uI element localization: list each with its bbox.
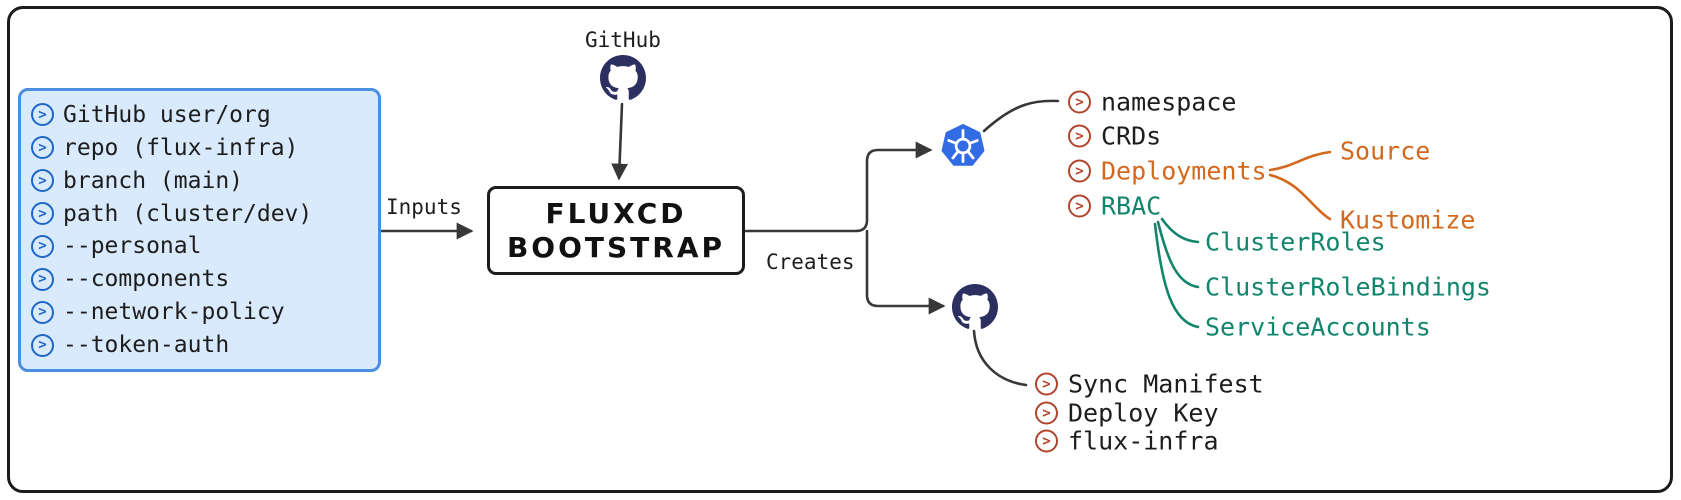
input-item: > --personal <box>31 233 368 259</box>
chevron-circle-icon: > <box>31 136 54 160</box>
chevron-circle-icon: > <box>31 267 54 291</box>
rbac-serviceaccounts-curve <box>1153 222 1200 329</box>
rbac-clusterrolebindings-curve <box>1156 220 1200 289</box>
input-item-label: repo (flux-infra) <box>63 134 299 161</box>
creates-arrow-kubernetes <box>744 141 933 233</box>
k8s-output-item: > Deployments <box>1068 157 1267 186</box>
github-output-label: Sync Manifest <box>1068 369 1264 399</box>
chevron-circle-icon: > <box>1035 401 1058 425</box>
github-icon-bottom <box>952 284 998 329</box>
input-item-label: branch (main) <box>63 167 244 194</box>
k8s-output-item: > namespace <box>1068 88 1236 117</box>
chevron-circle-icon: > <box>31 333 54 357</box>
input-item: > branch (main) <box>31 168 368 194</box>
input-item-label: --personal <box>63 233 202 260</box>
github-output-label: flux-infra <box>1068 426 1219 456</box>
box-title-line2: BOOTSTRAP <box>506 230 726 264</box>
k8s-output-label: Deployments <box>1101 156 1267 186</box>
input-item: > --components <box>31 266 368 292</box>
rbac-child-label: ServiceAccounts <box>1205 312 1431 342</box>
chevron-circle-icon: > <box>1068 90 1091 114</box>
input-item: > GitHub user/org <box>31 102 368 128</box>
chevron-circle-icon: > <box>31 169 54 193</box>
github-down-arrow <box>611 102 629 181</box>
chevron-circle-icon: > <box>31 103 54 127</box>
input-item: > --token-auth <box>31 332 368 358</box>
chevron-circle-icon: > <box>31 300 54 324</box>
deployments-kustomize-curve <box>1268 173 1332 221</box>
input-item: > --network-policy <box>31 299 368 325</box>
chevron-circle-icon: > <box>1068 194 1091 218</box>
github-output-item: > Deploy Key <box>1035 399 1219 428</box>
github-icon <box>600 55 646 100</box>
github-label: GitHub <box>585 28 661 52</box>
input-item: > repo (flux-infra) <box>31 135 368 161</box>
deployments-child-label: Source <box>1340 136 1431 166</box>
deployments-source-curve <box>1268 150 1332 172</box>
chevron-circle-icon: > <box>31 234 54 258</box>
input-item-label: --network-policy <box>63 299 285 326</box>
chevron-circle-icon: > <box>1035 372 1058 396</box>
deployments-child-label: Kustomize <box>1340 205 1476 235</box>
kubernetes-icon <box>941 123 985 166</box>
input-item-label: path (cluster/dev) <box>63 200 313 227</box>
input-item-label: --token-auth <box>63 332 230 358</box>
k8s-output-item: > RBAC <box>1068 192 1161 221</box>
k8s-output-item: > CRDs <box>1068 122 1161 151</box>
creates-label: Creates <box>766 250 855 274</box>
chevron-circle-icon: > <box>1068 124 1091 148</box>
fluxcd-bootstrap-box: FLUXCD BOOTSTRAP <box>487 186 745 275</box>
rbac-clusterroles-curve <box>1160 217 1200 244</box>
input-item-label: --components <box>63 266 230 293</box>
inputs-arrow-label: Inputs <box>386 195 462 219</box>
input-item-label: GitHub user/org <box>63 101 271 128</box>
k8s-output-label: CRDs <box>1101 121 1162 151</box>
k8s-output-label: namespace <box>1101 87 1237 117</box>
box-title-line1: FLUXCD <box>545 196 687 230</box>
creates-arrow-github <box>865 229 946 315</box>
github-output-label: Deploy Key <box>1068 398 1219 428</box>
github-output-item: > flux-infra <box>1035 427 1219 456</box>
rbac-child-label: ClusterRoles <box>1205 227 1386 257</box>
input-item: > path (cluster/dev) <box>31 201 368 227</box>
chevron-circle-icon: > <box>1068 159 1091 183</box>
chevron-circle-icon: > <box>31 202 54 225</box>
github-output-item: > Sync Manifest <box>1035 370 1264 399</box>
inputs-box: > GitHub user/org > repo (flux-infra) > … <box>18 88 381 372</box>
chevron-circle-icon: > <box>1035 429 1058 453</box>
github-list-curve <box>972 329 1028 387</box>
kubernetes-list-curve <box>982 99 1060 133</box>
k8s-output-label: RBAC <box>1101 191 1162 221</box>
rbac-child-label: ClusterRoleBindings <box>1205 272 1491 302</box>
